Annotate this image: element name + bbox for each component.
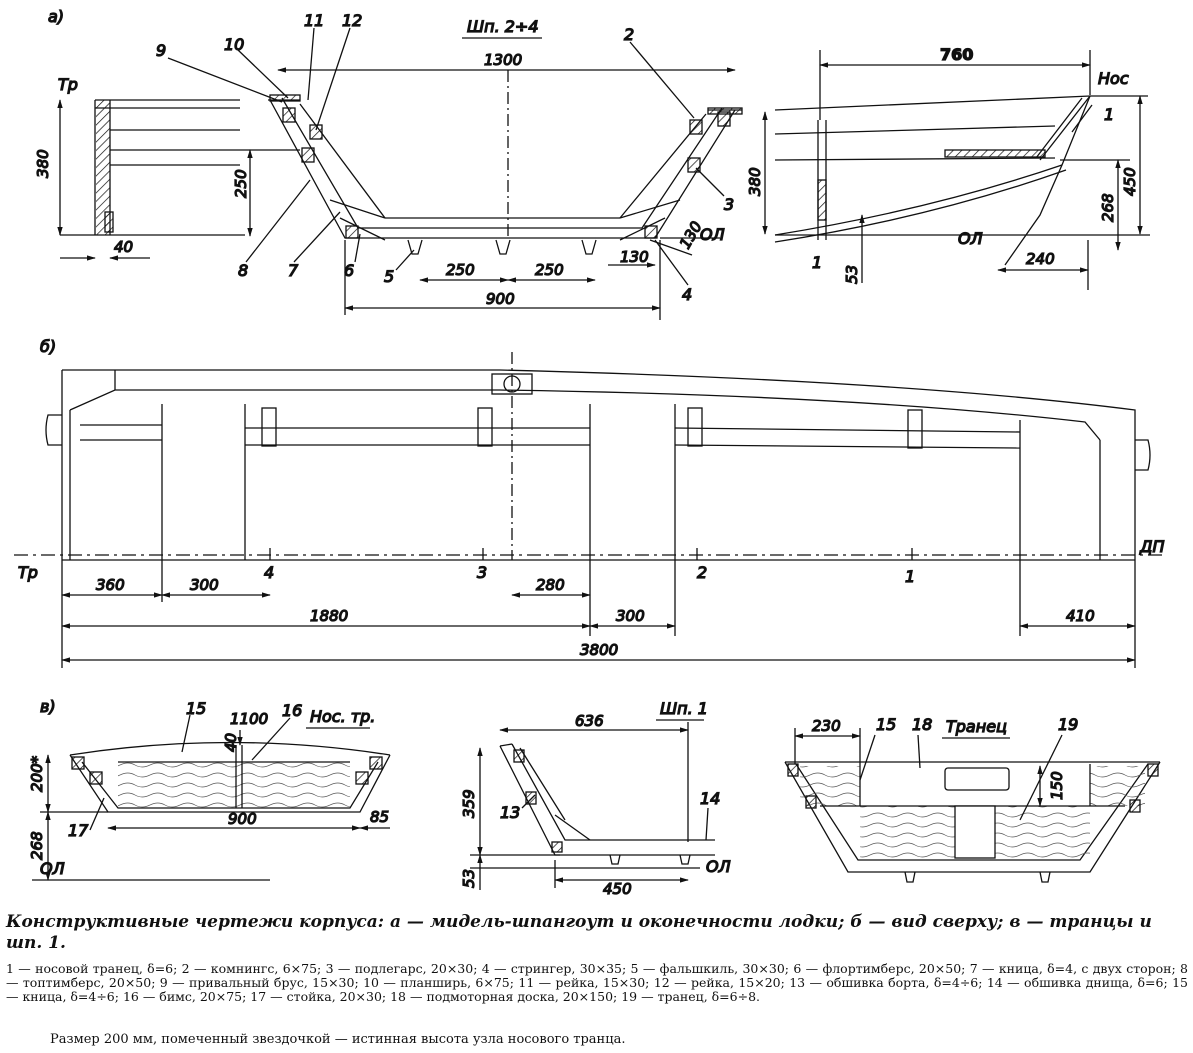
dim-410: 410 [1066, 607, 1095, 625]
dim-t-150: 150 [1048, 771, 1066, 800]
dim-mid-left-height: 250 [232, 169, 250, 198]
dim-n-200: 200* [28, 755, 46, 792]
part-3: 3 [724, 195, 734, 214]
part-19: 19 [1058, 715, 1078, 734]
dim-s-359: 359 [460, 789, 478, 818]
dim-bow-240: 240 [1026, 250, 1055, 268]
dim-stern-width: 40 [114, 238, 133, 256]
bow-title: Нос [1098, 69, 1129, 88]
frame-3: 3 [477, 563, 487, 582]
dim-280: 280 [536, 576, 565, 594]
frame-4: 4 [264, 563, 274, 582]
part-2: 2 [624, 25, 634, 44]
bow-view [762, 50, 1150, 290]
top-start-label: Тр [18, 563, 38, 582]
dim-n-1100: 1100 [230, 710, 268, 728]
part-4: 4 [682, 285, 692, 304]
dim-stern-height: 380 [34, 149, 52, 178]
midship-title: Шп. 2÷4 [467, 17, 539, 36]
ol-mid-label: ОЛ [700, 225, 725, 244]
part-7: 7 [288, 261, 299, 280]
dim-360: 360 [96, 576, 125, 594]
stern-view [57, 99, 245, 261]
frame-2: 2 [697, 563, 707, 582]
dim-n-40: 40 [222, 733, 240, 752]
dim-300b: 300 [616, 607, 645, 625]
top-end-label: ДП [1139, 537, 1165, 556]
dim-s-450: 450 [603, 880, 632, 898]
part-9: 9 [156, 41, 166, 60]
section-v-label: в) [40, 697, 56, 716]
top-view [14, 352, 1165, 668]
part-12: 12 [342, 11, 362, 30]
nose-transom [32, 714, 391, 881]
frame-1: 1 [905, 567, 915, 586]
part-13: 13 [500, 803, 520, 822]
figure-caption: Конструктивные чертежи корпуса: а — миде… [6, 912, 1152, 953]
transom-title: Транец [946, 717, 1007, 736]
part-6: 6 [344, 261, 354, 280]
dim-bow-top: 760 [940, 45, 973, 64]
dim-n-268: 268 [28, 831, 46, 860]
dim-mid-top: 1300 [484, 51, 522, 69]
section-b-label: б) [40, 337, 56, 356]
part-17: 16 [282, 701, 302, 720]
dim-mid-130a: 130 [620, 248, 649, 266]
nose-transom-title: Нос. тр. [310, 707, 375, 726]
transom-section [784, 728, 1161, 883]
dim-s-53: 53 [460, 869, 478, 888]
ol-nose: ОЛ [40, 859, 65, 878]
parts-legend: 1 — носовой транец, δ=6; 2 — комнингс, 6… [6, 961, 1188, 1004]
frame-1-section [470, 722, 715, 890]
part-5: 5 [384, 267, 394, 286]
section-a-label: а) [48, 7, 64, 26]
ol-bow-label: ОЛ [958, 229, 983, 248]
dim-mid-bottom-1: 250 [446, 261, 475, 279]
dim-mid-bottom-total: 900 [486, 290, 515, 308]
footnote: Размер 200 мм, помеченный звездочкой — и… [50, 1032, 626, 1047]
part-16: 15 [186, 699, 206, 718]
part-10: 10 [224, 35, 244, 54]
dim-mid-bottom-2: 250 [535, 261, 564, 279]
dim-t-230: 230 [812, 717, 841, 735]
dim-bow-380: 380 [746, 167, 764, 196]
ol-frame1: ОЛ [706, 857, 731, 876]
dim-bow-53: 53 [843, 265, 861, 284]
stern-title: Тр [58, 75, 78, 94]
frame-1-title: Шп. 1 [660, 699, 708, 718]
part-14: 14 [700, 789, 720, 808]
dim-300a: 300 [190, 576, 219, 594]
dim-bow-268: 268 [1099, 193, 1117, 222]
dim-1880: 1880 [310, 607, 348, 625]
dim-s-636: 636 [575, 712, 604, 730]
part-15b: 15 [876, 715, 896, 734]
part-11: 11 [304, 11, 324, 30]
part-15a: 17 [68, 821, 89, 840]
dim-bow-450: 450 [1121, 167, 1139, 196]
midship-section [167, 27, 743, 320]
bow-part-1-bottom: 1 [812, 253, 822, 272]
dim-n-85: 85 [370, 808, 389, 826]
dim-n-900: 900 [228, 810, 257, 828]
dim-3800: 3800 [580, 641, 618, 659]
part-8: 8 [238, 261, 248, 280]
bow-part-1: 1 [1104, 105, 1114, 124]
part-18: 18 [912, 715, 932, 734]
